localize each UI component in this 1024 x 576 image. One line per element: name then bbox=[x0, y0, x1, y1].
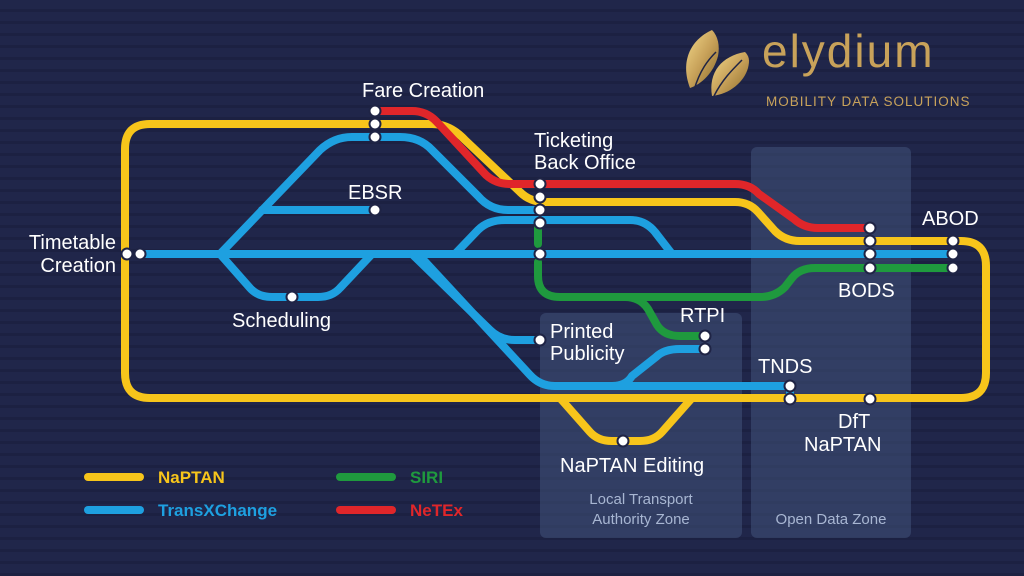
stop-timetable-txc[interactable] bbox=[133, 247, 147, 261]
label-ticketing-1: Ticketing bbox=[534, 130, 613, 152]
stop-ticketing-main[interactable] bbox=[533, 247, 547, 261]
brand-name: elydium bbox=[762, 25, 935, 77]
label-printed-1: Printed bbox=[550, 321, 613, 343]
label-ticketing-2: Back Office bbox=[534, 152, 636, 174]
stop-bods-siri[interactable] bbox=[863, 261, 877, 275]
stop-rtpi-siri[interactable] bbox=[698, 329, 712, 343]
zone-caption-open-data: Open Data Zone bbox=[776, 511, 887, 528]
legend: NaPTAN TransXChange SIRI NeTEx bbox=[84, 468, 463, 520]
txc-ticketing-branch bbox=[451, 216, 676, 258]
legend-label-naptan: NaPTAN bbox=[158, 468, 225, 487]
label-timetable-2: Creation bbox=[40, 255, 116, 277]
netex-line bbox=[371, 107, 874, 232]
label-tnds: TNDS bbox=[758, 356, 812, 378]
stop-bods-txc[interactable] bbox=[863, 247, 877, 261]
stop-tnds-txc[interactable] bbox=[783, 379, 797, 393]
label-timetable-1: Timetable bbox=[29, 232, 116, 254]
stop-fare-creation-netex[interactable] bbox=[368, 104, 382, 118]
stop-ticketing-naptan[interactable] bbox=[533, 190, 547, 204]
label-rtpi: RTPI bbox=[680, 305, 725, 327]
siri-line bbox=[534, 224, 959, 340]
legend-label-siri: SIRI bbox=[410, 468, 443, 487]
label-dft-1: DfT bbox=[838, 411, 870, 433]
stop-fare-creation-txc[interactable] bbox=[368, 130, 382, 144]
label-printed-2: Publicity bbox=[550, 343, 624, 365]
stop-scheduling[interactable] bbox=[285, 290, 299, 304]
stop-fare-creation-naptan[interactable] bbox=[368, 117, 382, 131]
stop-ticketing-netex[interactable] bbox=[533, 177, 547, 191]
stop-abod-siri[interactable] bbox=[946, 261, 960, 275]
stop-bods-netex[interactable] bbox=[863, 221, 877, 235]
txc-rtpi-branch bbox=[608, 345, 709, 390]
label-abod: ABOD bbox=[922, 208, 979, 230]
label-scheduling: Scheduling bbox=[232, 310, 331, 332]
stop-abod-txc[interactable] bbox=[946, 247, 960, 261]
txc-tnds-branch bbox=[414, 250, 794, 402]
legend-label-netex: NeTEx bbox=[410, 501, 463, 520]
zone-caption-local-2: Authority Zone bbox=[592, 511, 690, 528]
label-bods: BODS bbox=[838, 280, 895, 302]
legend-label-transxchange: TransXChange bbox=[158, 501, 277, 520]
brand-tagline: MOBILITY DATA SOLUTIONS bbox=[766, 94, 971, 109]
brand-logo: elydium MOBILITY DATA SOLUTIONS bbox=[686, 25, 970, 109]
label-naptan-editing: NaPTAN Editing bbox=[560, 455, 704, 477]
stop-abod-naptan[interactable] bbox=[946, 234, 960, 248]
txc-scheduling-branch bbox=[216, 250, 376, 301]
zone-caption-local-1: Local Transport bbox=[589, 491, 693, 508]
stop-ebsr[interactable] bbox=[368, 203, 382, 217]
stop-dft-naptan[interactable] bbox=[863, 392, 877, 406]
stop-tnds-naptan[interactable] bbox=[783, 392, 797, 406]
leaf-icon bbox=[686, 30, 749, 97]
stop-ticketing-txc[interactable] bbox=[533, 203, 547, 217]
stop-bods-naptan[interactable] bbox=[863, 234, 877, 248]
stop-printed-publicity[interactable] bbox=[533, 333, 547, 347]
label-fare-creation: Fare Creation bbox=[362, 80, 484, 102]
stop-timetable-naptan[interactable] bbox=[120, 247, 134, 261]
local-authority-zone bbox=[540, 313, 742, 538]
txc-fare-branch bbox=[216, 133, 544, 258]
stop-naptan-editing[interactable] bbox=[616, 434, 630, 448]
stop-rtpi-txc[interactable] bbox=[698, 342, 712, 356]
stop-ticketing-txc2[interactable] bbox=[533, 216, 547, 230]
label-dft-2: NaPTAN bbox=[804, 434, 881, 456]
label-ebsr: EBSR bbox=[348, 182, 402, 204]
